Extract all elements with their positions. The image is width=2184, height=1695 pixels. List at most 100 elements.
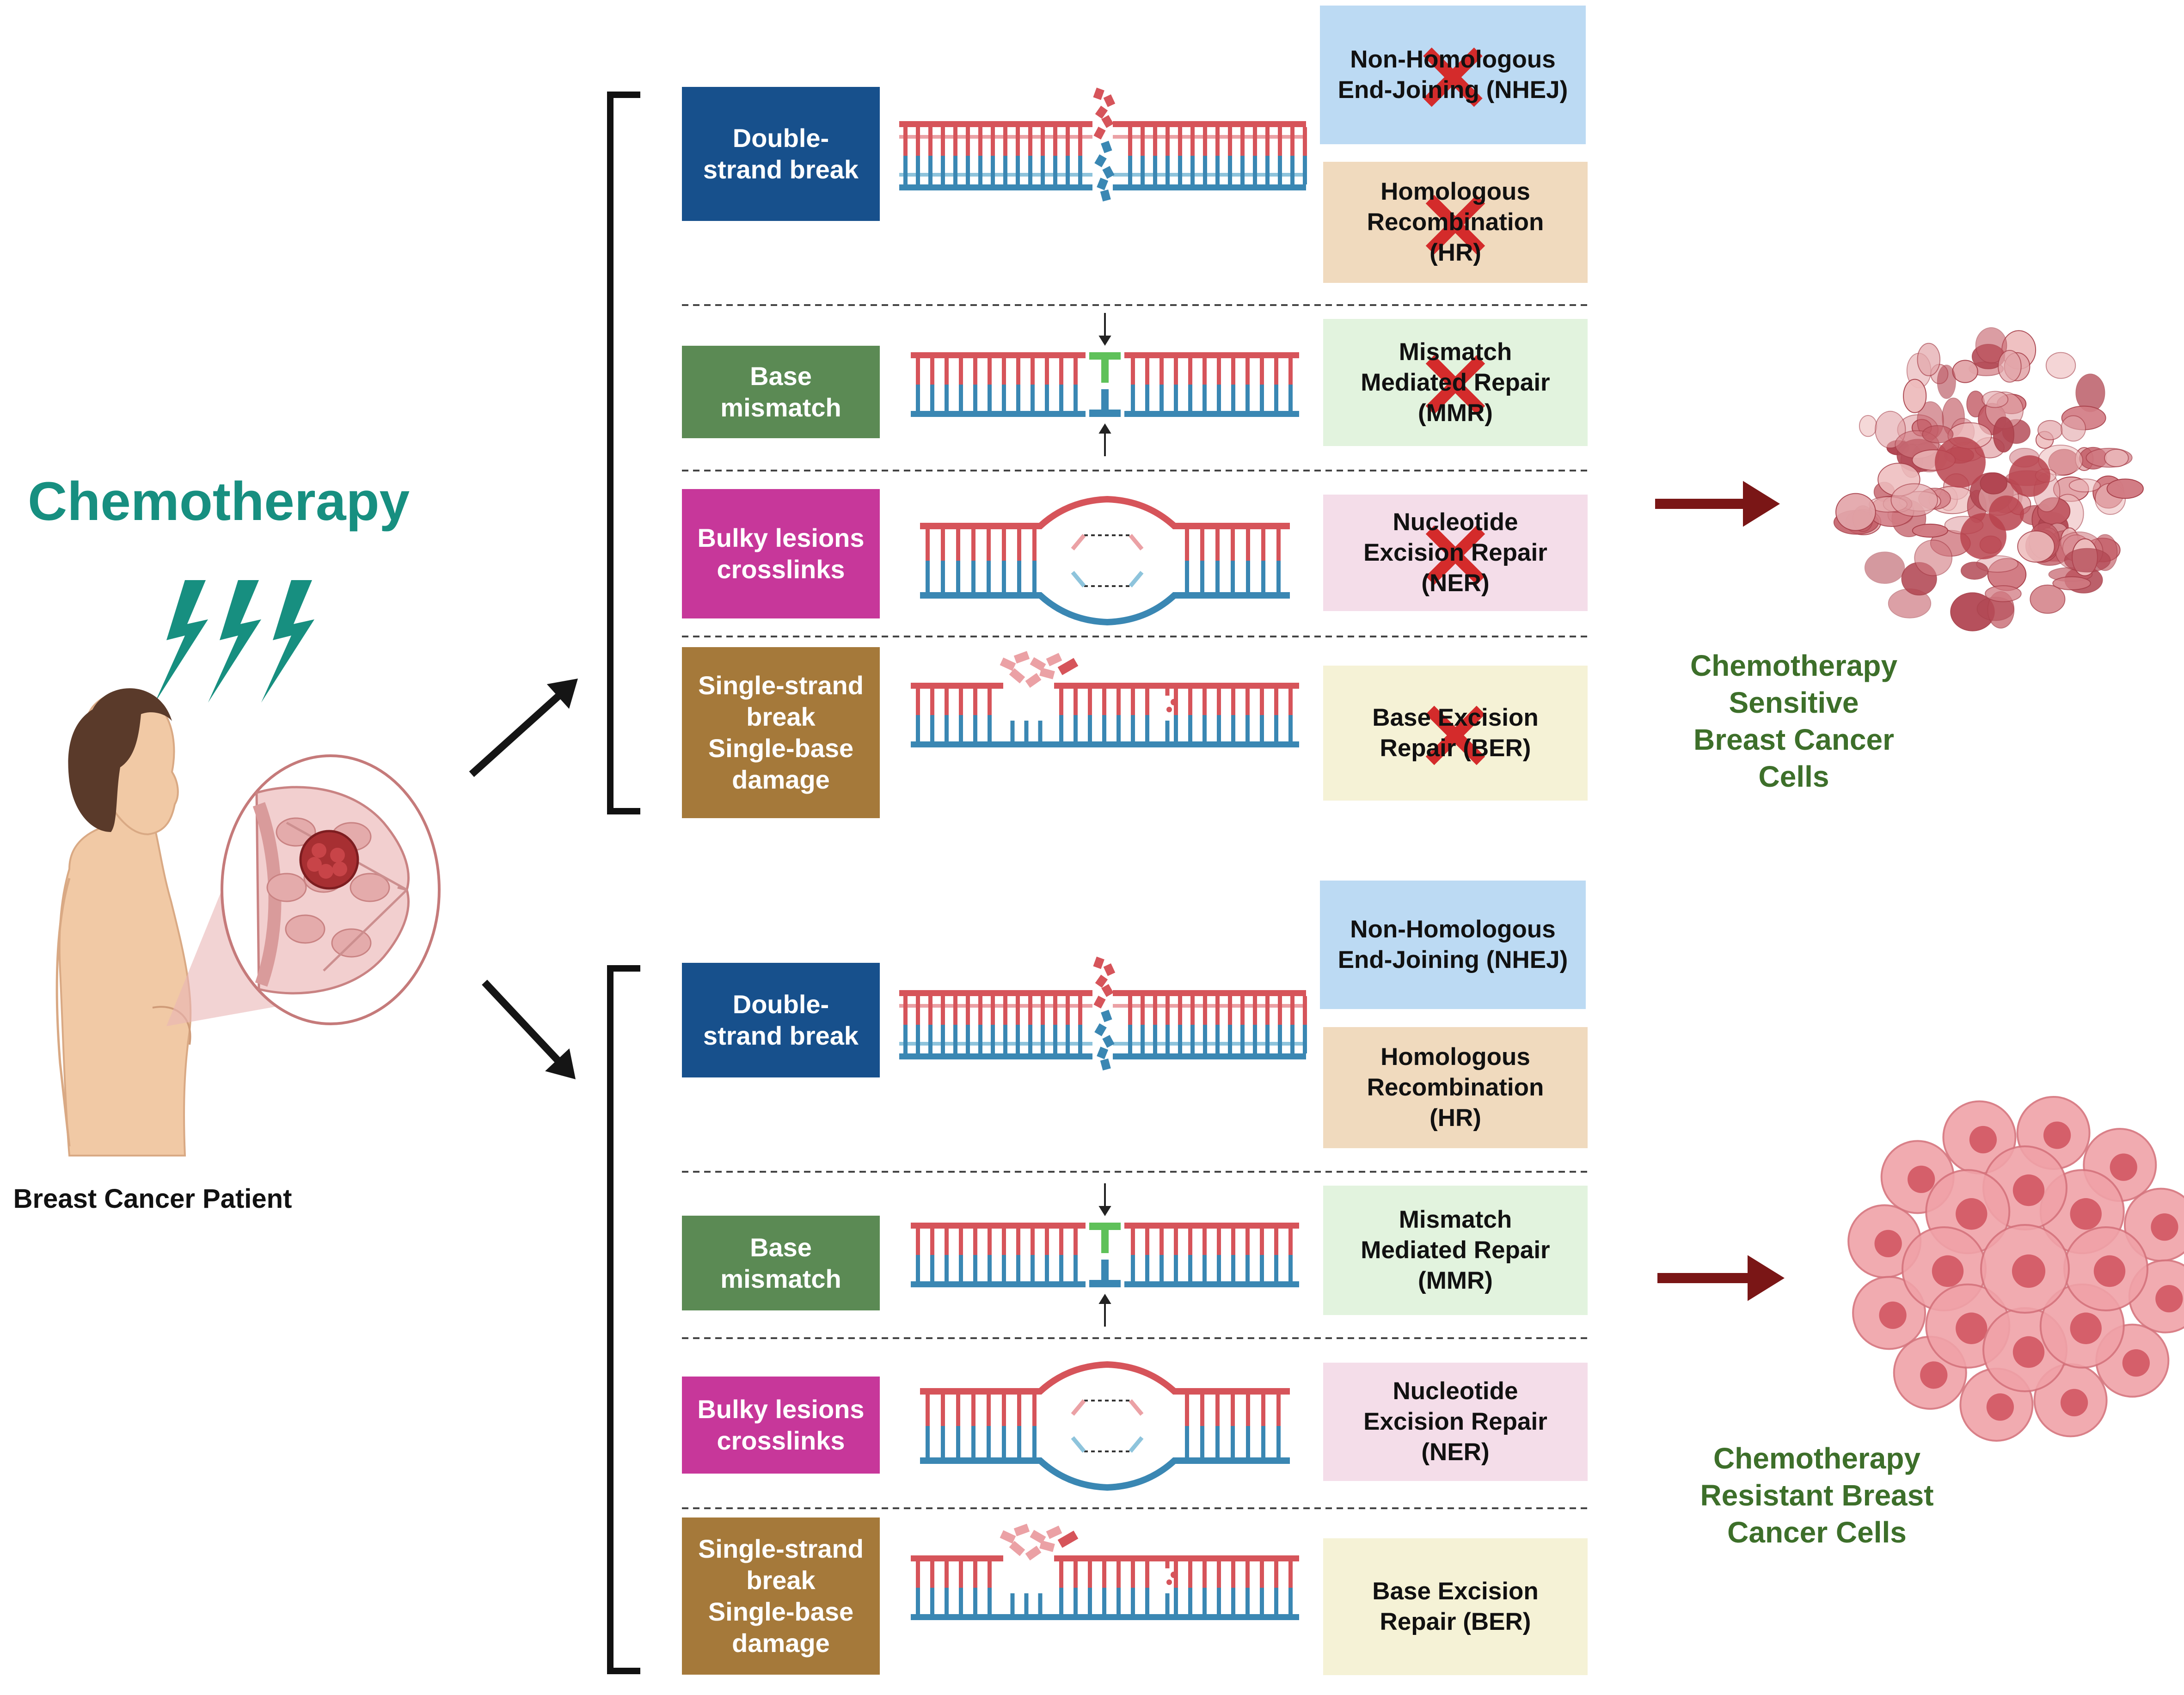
strand-bottom bbox=[1113, 1053, 1306, 1059]
arrow-to-sensitive-panel bbox=[469, 679, 578, 777]
strand-bottom bbox=[1124, 1281, 1299, 1287]
blocked-x-icon bbox=[1423, 47, 1483, 107]
lesion-base bbox=[1129, 534, 1144, 551]
break-fragment bbox=[1097, 1046, 1109, 1059]
repair-pathway-ner-line: Excision Repair bbox=[1363, 539, 1547, 566]
damage-box bbox=[682, 346, 880, 438]
damage-label-single-strand-break-line: Single-base bbox=[708, 1597, 854, 1626]
excised-fragment bbox=[1000, 657, 1016, 671]
damage-row-base-mismatch bbox=[682, 313, 1588, 456]
repair-pathway-ner-line: (NER) bbox=[1421, 1438, 1490, 1466]
blocked-x-icon bbox=[1425, 195, 1485, 255]
cell-nucleus bbox=[1920, 1361, 1948, 1389]
cell-fragment bbox=[2104, 448, 2129, 467]
damage-row-double-strand-break bbox=[682, 881, 1588, 1148]
lesion-base bbox=[1071, 571, 1086, 587]
excised-fragment bbox=[1030, 1530, 1046, 1544]
strand-top bbox=[911, 1555, 1003, 1561]
arrow-shaft bbox=[469, 691, 563, 777]
excised-fragment bbox=[1025, 1546, 1042, 1560]
damage-label-single-strand-break-line: break bbox=[746, 1566, 816, 1595]
strand-bottom-inner bbox=[899, 1042, 1092, 1046]
excised-fragment bbox=[1046, 653, 1062, 667]
mismatch-pair-cap bbox=[1089, 410, 1121, 417]
cell-fragment bbox=[2061, 415, 2086, 442]
x-stroke bbox=[1425, 195, 1485, 255]
repair-pathway-mmr-line: Mediated Repair bbox=[1361, 1236, 1550, 1264]
torso bbox=[58, 817, 192, 1157]
cell-nucleus bbox=[2060, 1389, 2088, 1417]
damage-label-bulky-lesion-line: Bulky lesions bbox=[697, 523, 865, 552]
dna-bulky-lesion-illustration bbox=[920, 496, 1290, 626]
damage-label-bulky-lesion-line: Bulky lesions bbox=[697, 1395, 865, 1424]
strand-top bbox=[1054, 1555, 1299, 1561]
damage-box bbox=[682, 1377, 880, 1474]
cell-fragment bbox=[1980, 472, 2007, 495]
repair-pathway-hr-line: Homologous bbox=[1380, 178, 1530, 205]
damage-label-double-strand-break-line: strand break bbox=[703, 1021, 859, 1050]
lesion-base bbox=[1071, 1399, 1086, 1416]
strand-bottom bbox=[911, 411, 1086, 417]
damage-box bbox=[682, 647, 880, 818]
tumor-cell bbox=[330, 848, 345, 863]
excised-fragment bbox=[1046, 1525, 1062, 1539]
cell-nucleus bbox=[2122, 1349, 2150, 1377]
patient-label: Breast Cancer Patient bbox=[13, 1184, 292, 1214]
milk-duct bbox=[323, 889, 408, 972]
cell-fragment bbox=[1982, 391, 2009, 408]
damage-box bbox=[682, 1518, 880, 1675]
cell-fragment bbox=[2045, 352, 2076, 379]
cell-nucleus bbox=[1986, 1393, 2014, 1421]
lightning-bolts-icon bbox=[155, 580, 314, 703]
cell-fragment bbox=[2052, 576, 2091, 591]
cell-nucleus bbox=[2151, 1213, 2178, 1241]
dna-double-strand-break-illustration bbox=[899, 956, 1307, 1071]
dna-bulky-lesion-illustration bbox=[920, 1361, 1290, 1491]
mismatch-pointer-bottom bbox=[1098, 1294, 1111, 1327]
strand-top bbox=[911, 1223, 1086, 1229]
break-fragment bbox=[1103, 94, 1116, 107]
mismatch-base-cap bbox=[1089, 352, 1121, 360]
strand-top-inner bbox=[1113, 135, 1306, 139]
blocked-x-icon bbox=[1425, 705, 1485, 765]
excised-fragment bbox=[1039, 667, 1055, 679]
mismatch-pair-cap bbox=[1089, 1280, 1121, 1287]
repair-box bbox=[1323, 1363, 1588, 1481]
excised-fragment bbox=[1025, 673, 1042, 688]
strand-top bbox=[911, 683, 1003, 689]
arrow-head bbox=[1098, 1206, 1111, 1216]
strand-top bbox=[911, 352, 1086, 358]
cell-fragment bbox=[1835, 493, 1876, 531]
cell-fragment bbox=[1890, 483, 1939, 517]
excised-fragment bbox=[1057, 1530, 1079, 1548]
repair-pathway-repairber-line: Base Excision bbox=[1372, 1578, 1539, 1605]
repair-pathway-hr-line: Homologous bbox=[1380, 1043, 1530, 1071]
outcome-label-sensitive-line: Breast Cancer bbox=[1693, 723, 1894, 756]
repair-pathway-endjoiningnhej-line: Non-Homologous bbox=[1350, 46, 1556, 73]
damage-box bbox=[682, 87, 880, 221]
break-fragment bbox=[1095, 974, 1108, 988]
repair-pathway-ner-line: (NER) bbox=[1421, 569, 1490, 597]
strand-top bbox=[920, 1361, 1290, 1395]
outcome-label-sensitive-line: Chemotherapy bbox=[1690, 649, 1898, 682]
excised-fragment bbox=[1000, 1530, 1016, 1544]
cell-fragment bbox=[2030, 584, 2066, 614]
cell-nucleus bbox=[2012, 1254, 2046, 1288]
lightning-bolt-icon bbox=[208, 580, 261, 703]
lobule bbox=[276, 817, 316, 847]
break-fragment bbox=[1095, 105, 1108, 119]
